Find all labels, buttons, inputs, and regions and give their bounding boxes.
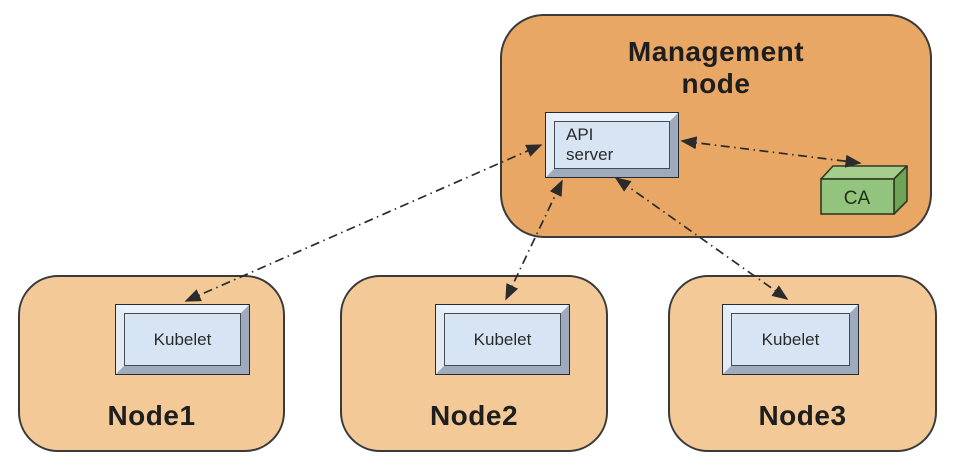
management-node-box: Management node API server CA <box>500 14 932 238</box>
kubelet-node1-bevel: Kubelet <box>116 305 249 374</box>
node1-box: Kubelet Node1 <box>18 275 285 452</box>
ca-label: CA <box>844 188 871 209</box>
kubelet-node3-box: Kubelet <box>722 304 859 375</box>
kubelet-node1-box: Kubelet <box>115 304 250 375</box>
kubelet-node3-label: Kubelet <box>731 313 850 366</box>
api-server-box: API server <box>545 112 679 178</box>
api-server-bevel: API server <box>546 113 678 177</box>
api-server-label: API server <box>554 121 670 169</box>
management-node-label: Management node <box>627 36 805 100</box>
kubelet-node3-bevel: Kubelet <box>723 305 858 374</box>
node2-label: Node2 <box>429 399 519 431</box>
kubelet-node2-label: Kubelet <box>444 313 561 366</box>
kubelet-node2-box: Kubelet <box>435 304 570 375</box>
ca-front-face <box>820 178 895 215</box>
node3-box: Kubelet Node3 <box>668 275 937 452</box>
node1-label: Node1 <box>107 399 196 431</box>
ca-top-face <box>820 165 908 180</box>
ca-box: CA <box>820 165 908 215</box>
kubelet-node1-label: Kubelet <box>124 313 241 366</box>
node3-label: Node3 <box>758 399 847 431</box>
kubelet-node2-bevel: Kubelet <box>436 305 569 374</box>
node2-box: Kubelet Node2 <box>340 275 608 452</box>
